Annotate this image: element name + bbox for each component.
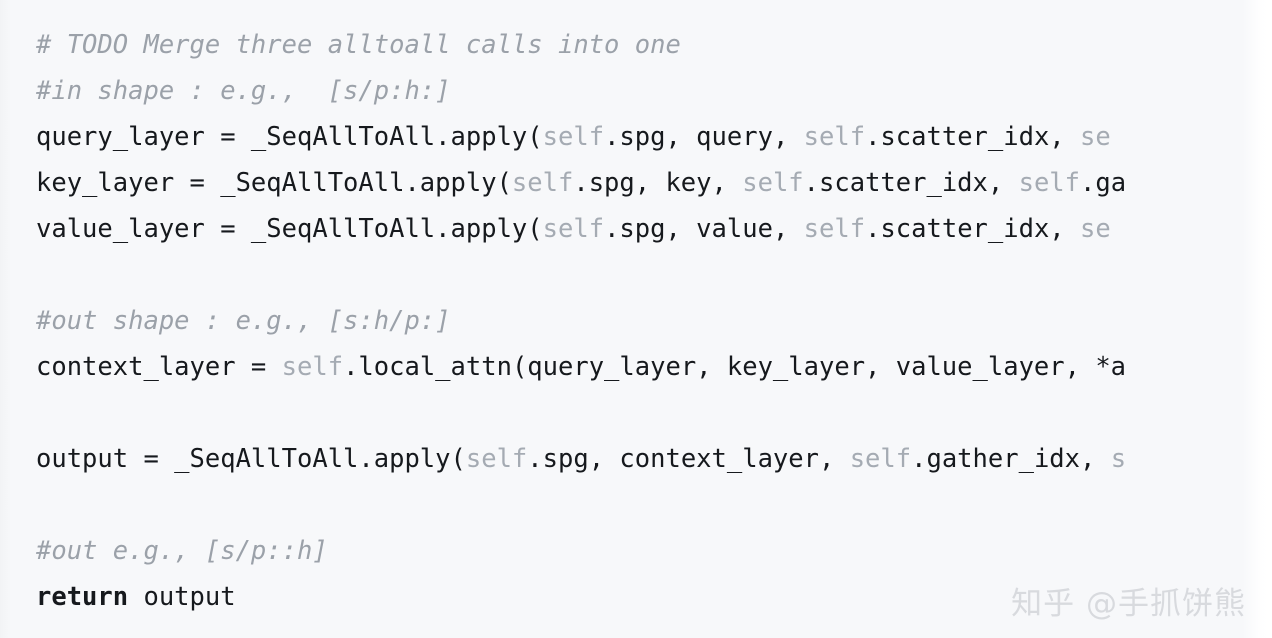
code-line: context_layer = self.local_attn(query_la… (36, 344, 1272, 390)
code-token-plain: .ga (1080, 168, 1127, 198)
code-token-plain: .local_attn(query_layer, key_layer, valu… (343, 352, 1127, 382)
code-token-comment: #out shape : e.g., [s:h/p:] (36, 306, 451, 336)
code-line: query_layer = _SeqAllToAll.apply(self.sp… (36, 114, 1272, 160)
code-token-self: self (803, 214, 866, 244)
code-line: key_layer = _SeqAllToAll.apply(self.spg,… (36, 160, 1272, 206)
code-line: #out e.g., [s/p::h] (36, 528, 1272, 574)
code-token-plain: .gather_idx, (911, 444, 1111, 474)
code-token-plain: .scatter_idx, (803, 168, 1019, 198)
code-token-self: self (1018, 168, 1081, 198)
code-token-self: se (1080, 214, 1111, 244)
code-token-plain: .spg, context_layer, (527, 444, 850, 474)
code-token-self: self (465, 444, 528, 474)
code-token-self: self (742, 168, 804, 198)
code-line: output = _SeqAllToAll.apply(self.spg, co… (36, 436, 1272, 482)
code-token-comment: # TODO Merge three alltoall calls into o… (36, 30, 681, 60)
code-token-comment: #out e.g., [s/p::h] (36, 536, 328, 566)
code-line: #out shape : e.g., [s:h/p:] (36, 298, 1272, 344)
code-token-plain: query_layer = _SeqAllToAll.apply( (36, 122, 543, 152)
code-line: #in shape : e.g., [s/p:h:] (36, 68, 1272, 114)
code-token-plain: .spg, value, (604, 214, 804, 244)
code-line: # TODO Merge three alltoall calls into o… (36, 22, 1272, 68)
code-token-plain: key_layer = _SeqAllToAll.apply( (36, 168, 512, 198)
code-token-plain: .scatter_idx, (865, 122, 1081, 152)
code-token-self: se (1080, 122, 1111, 152)
code-token-plain: .spg, query, (604, 122, 804, 152)
code-line (36, 482, 1272, 528)
code-token-plain: output = _SeqAllToAll.apply( (36, 444, 466, 474)
code-token-self: self (542, 122, 605, 152)
code-lines-container[interactable]: # TODO Merge three alltoall calls into o… (36, 22, 1272, 620)
code-line (36, 390, 1272, 436)
code-token-plain: context_layer = (36, 352, 282, 382)
code-token-self: self (542, 214, 605, 244)
code-token-plain: value_layer = _SeqAllToAll.apply( (36, 214, 543, 244)
code-token-comment: #in shape : e.g., [s/p:h:] (36, 76, 451, 106)
code-line: return output (36, 574, 1272, 620)
code-token-self: s (1110, 444, 1127, 474)
code-token-keyword: return (36, 582, 129, 612)
code-token-self: self (511, 168, 574, 198)
code-token-plain: .scatter_idx, (865, 214, 1081, 244)
code-line: value_layer = _SeqAllToAll.apply(self.sp… (36, 206, 1272, 252)
code-token-self: self (803, 122, 866, 152)
code-token-self: self (849, 444, 912, 474)
code-line (36, 252, 1272, 298)
code-token-plain: output (128, 582, 236, 612)
code-token-self: self (281, 352, 344, 382)
code-token-plain: .spg, key, (573, 168, 743, 198)
zhihu-watermark: 知乎 @手抓饼熊 (1011, 586, 1246, 622)
